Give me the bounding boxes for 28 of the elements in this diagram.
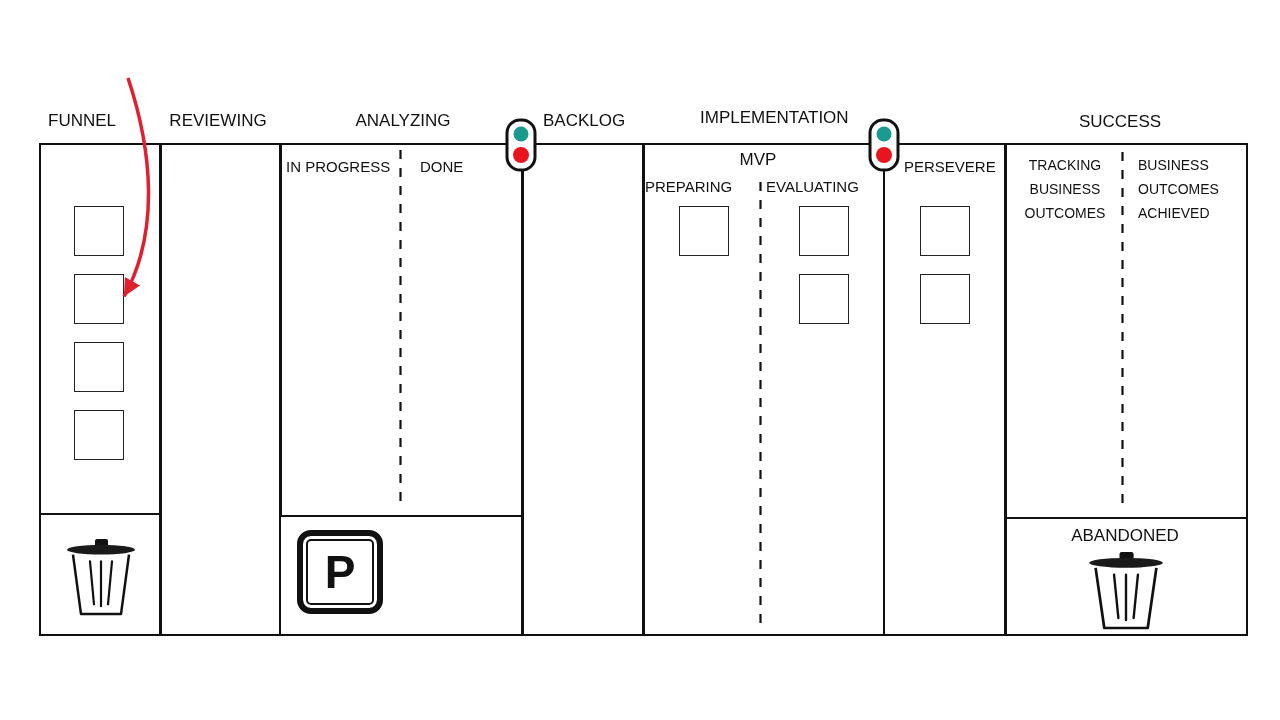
lane-heading: DONE <box>420 158 464 176</box>
empty-card <box>74 274 124 324</box>
empty-card <box>679 206 729 256</box>
arrow <box>122 77 151 298</box>
lane-heading: IN PROGRESS <box>286 158 391 176</box>
column-heading: FUNNEL <box>48 111 116 132</box>
column-heading: IMPLEMENTATION <box>700 108 849 129</box>
lane-heading: BUSINESS OUTCOMES ACHIEVED <box>1138 156 1219 223</box>
empty-card <box>799 274 849 324</box>
empty-card <box>920 274 970 324</box>
empty-card <box>74 342 124 392</box>
empty-card <box>799 206 849 256</box>
section-heading: PERSEVERE <box>904 158 996 176</box>
compartment-heading: ABANDONED <box>1071 526 1179 547</box>
column-heading: ANALYZING <box>355 111 451 132</box>
empty-card <box>74 206 124 256</box>
empty-card <box>74 410 124 460</box>
column-heading: SUCCESS <box>1078 112 1162 133</box>
column-heading: REVIEWING <box>169 111 267 132</box>
empty-card <box>920 206 970 256</box>
parking-sign <box>297 530 383 614</box>
lane-heading: EVALUATING <box>766 178 859 196</box>
bottom-compartment <box>279 515 524 636</box>
lane-heading: TRACKING BUSINESS OUTCOMES <box>1024 156 1106 223</box>
lane-heading: PREPARING <box>645 178 733 196</box>
section-heading: MVP <box>739 150 777 171</box>
sign-letter: P <box>324 549 356 595</box>
column-heading: BACKLOG <box>543 111 626 132</box>
